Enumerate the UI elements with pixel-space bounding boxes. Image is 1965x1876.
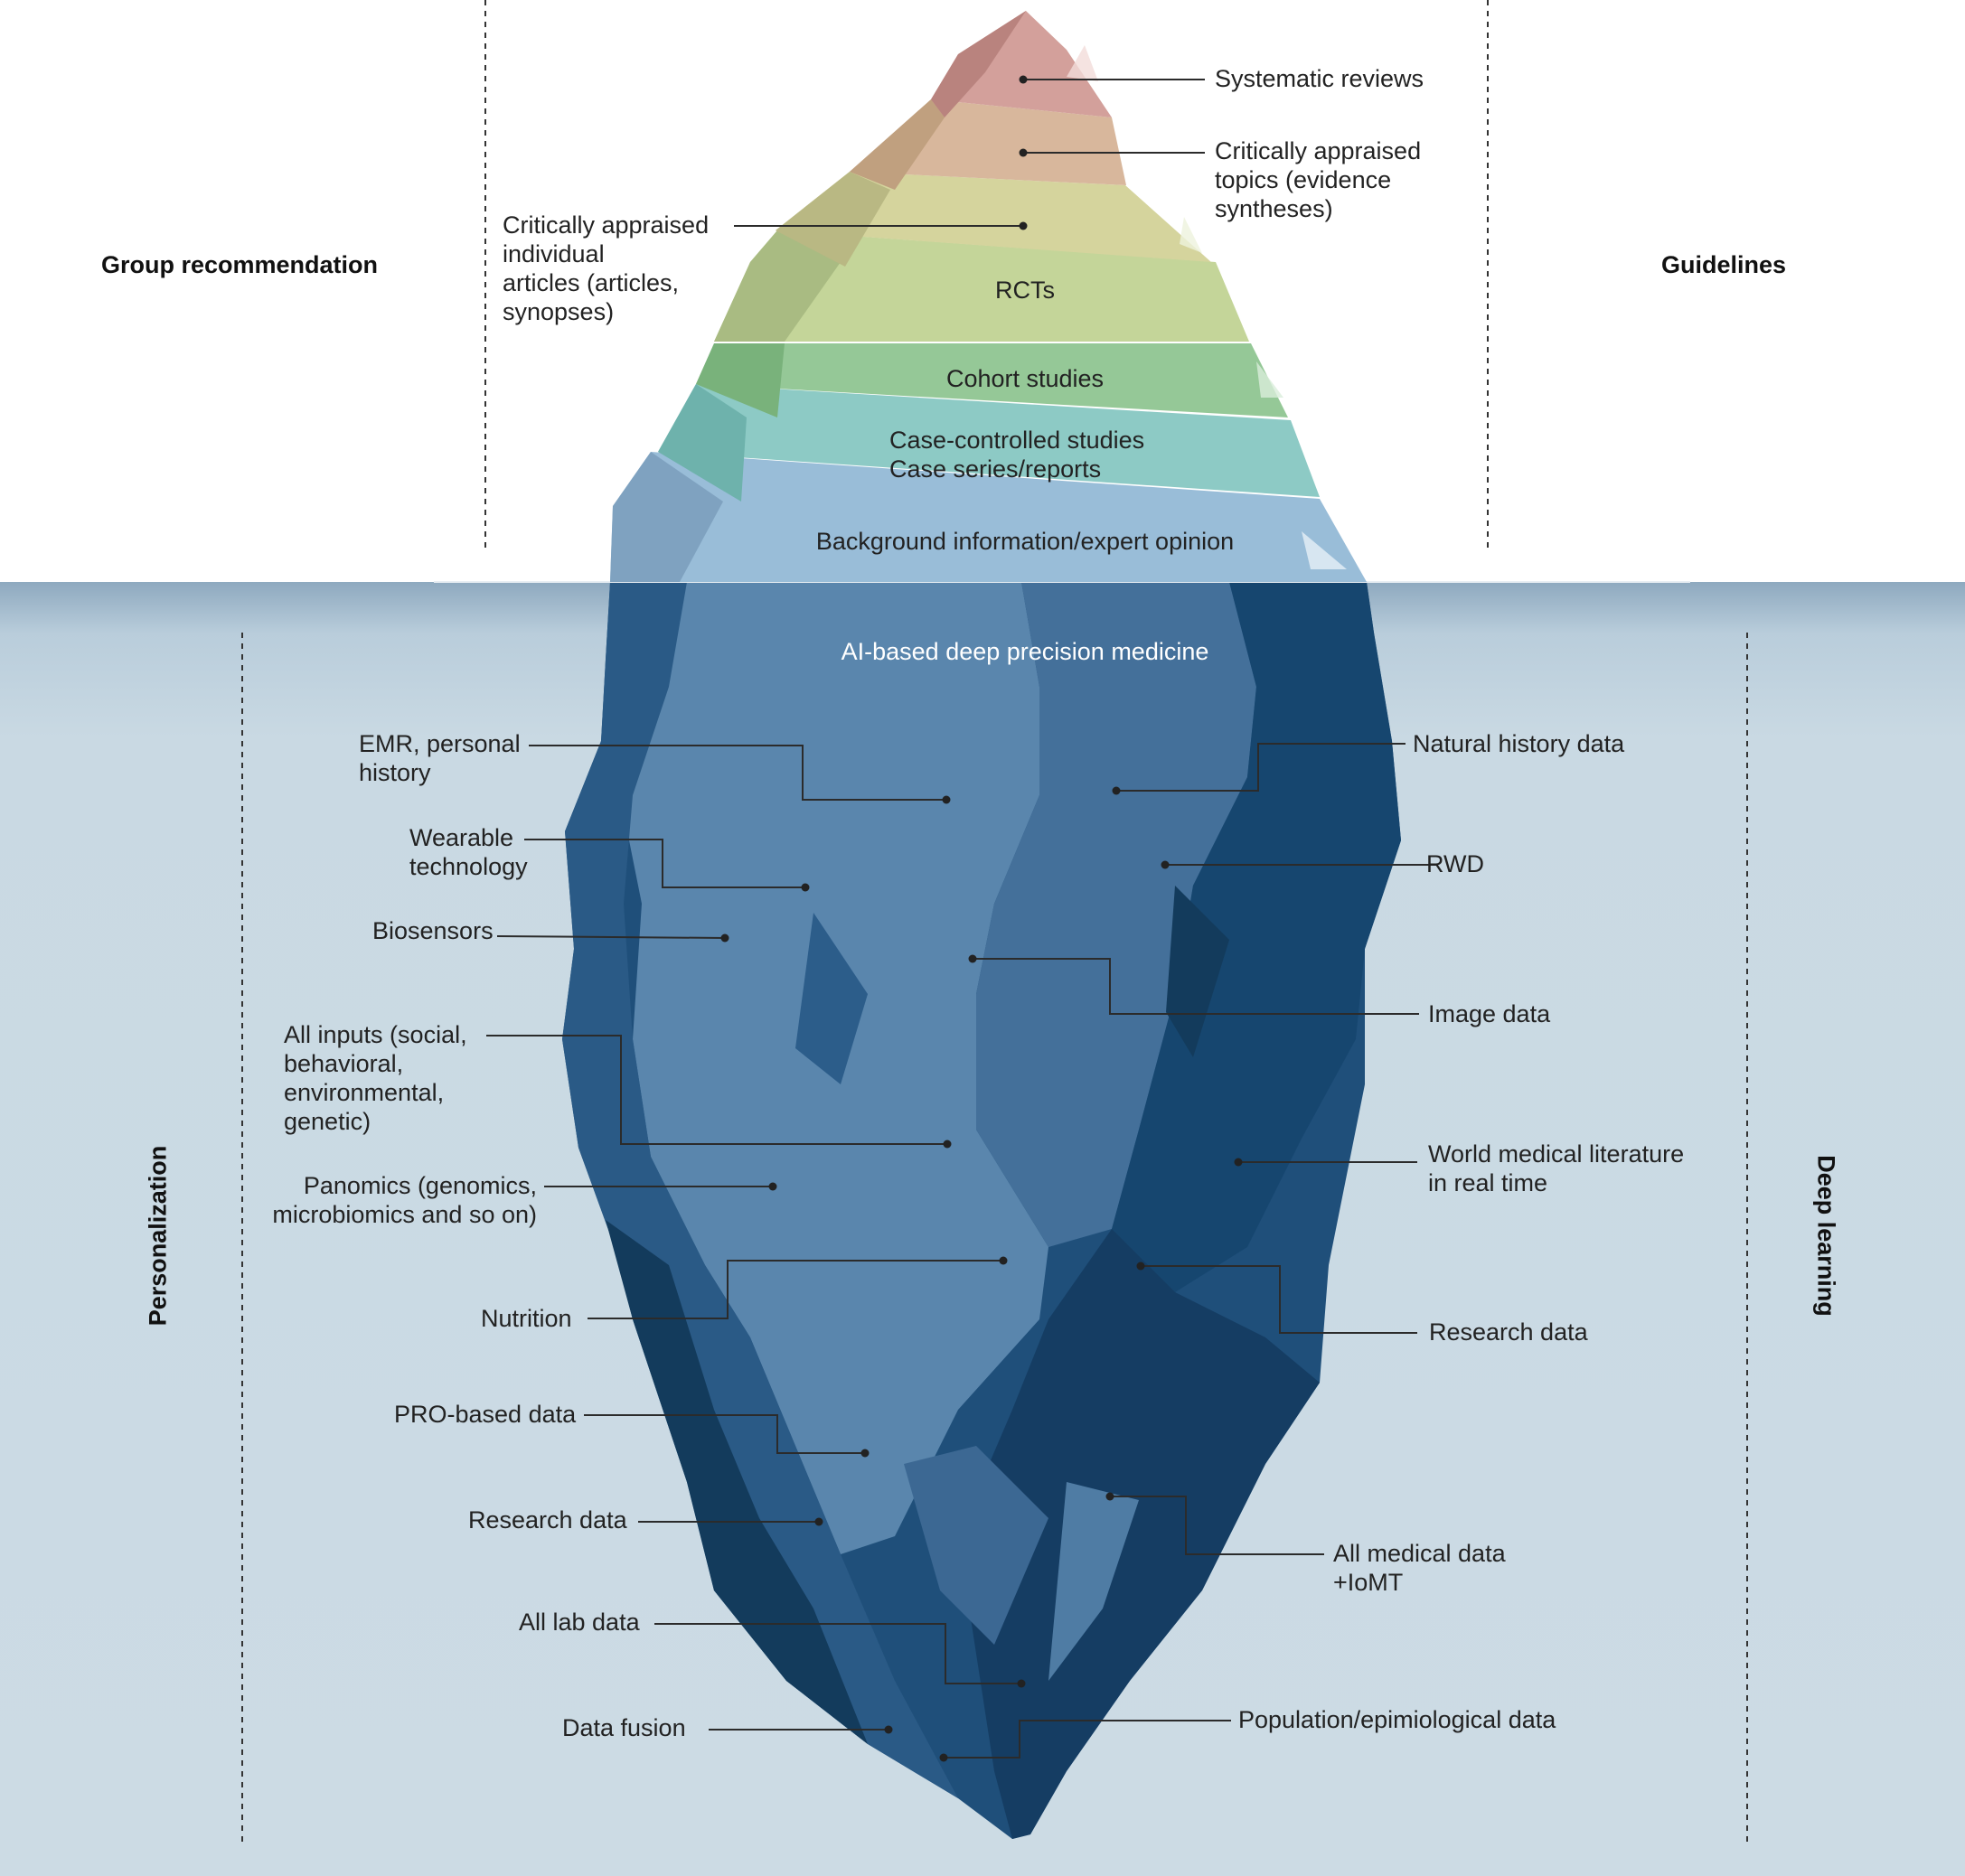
iceberg-mid-face xyxy=(976,582,1256,1247)
highlight-2 xyxy=(1302,531,1347,569)
left-label-pro: PRO-based data xyxy=(394,1401,577,1428)
iceberg-facet xyxy=(795,913,868,1084)
iceberg-facet-3 xyxy=(904,1446,1048,1645)
iceberg-shadow-right xyxy=(1112,582,1401,1328)
leader-image xyxy=(973,958,1419,1015)
tier-topics-side xyxy=(850,99,945,190)
leader-biosensors xyxy=(496,935,726,939)
highlight-4 xyxy=(1180,217,1202,253)
leader-lab xyxy=(654,1623,1021,1684)
tier-background-side xyxy=(610,452,723,582)
tier-label-background: Background information/expert opinion xyxy=(815,528,1235,555)
left-label-panomics: Panomics (genomics, microbiomics and so … xyxy=(272,1172,537,1228)
right-label-rwd: RWD xyxy=(1426,850,1484,877)
label-guidelines: Guidelines xyxy=(1661,251,1787,278)
tier-label-case-controlled: Case-controlled studies Case series/repo… xyxy=(889,427,1145,483)
leader-nutrition xyxy=(588,1260,1003,1319)
leader-research-right xyxy=(1141,1265,1417,1334)
right-label-literature: World medical literature in real time xyxy=(1428,1140,1685,1196)
left-label-all-inputs: All inputs (social, behavioral, environm… xyxy=(284,1021,467,1135)
iceberg-facet-4 xyxy=(1048,1482,1139,1681)
tier-cohort-side xyxy=(696,343,785,417)
left-label-biosensors: Biosensors xyxy=(372,917,494,944)
leader-dots xyxy=(720,75,1243,1762)
leader-natural xyxy=(1116,743,1406,792)
dashed-guides xyxy=(241,0,1748,1845)
underwater-iceberg xyxy=(562,582,1401,1839)
leader-population xyxy=(944,1720,1231,1759)
iceberg-deep-left xyxy=(606,1220,868,1744)
right-label-natural-history: Natural history data xyxy=(1413,730,1625,757)
leader-allinputs xyxy=(486,1035,947,1145)
right-label-image-data: Image data xyxy=(1428,1000,1551,1027)
tier-label-rcts: RCTs xyxy=(995,277,1055,304)
tier-case xyxy=(658,384,1320,497)
leader-wearable xyxy=(524,839,805,888)
left-label-lab-data: All lab data xyxy=(519,1609,640,1636)
label-deep-learning: Deep learning xyxy=(1812,1155,1840,1317)
tier-background xyxy=(610,452,1367,582)
left-label-wearable: Wearable technology xyxy=(409,824,528,880)
right-label-research-data: Research data xyxy=(1429,1318,1588,1346)
tier-appraised-side xyxy=(776,172,890,267)
iceberg-shadow-lower xyxy=(958,1229,1320,1839)
underwater-title: AI-based deep precision medicine xyxy=(841,638,1209,665)
left-label-data-fusion: Data fusion xyxy=(562,1714,686,1741)
left-label-research-data: Research data xyxy=(468,1506,627,1534)
tier-label-cohort: Cohort studies xyxy=(945,365,1105,392)
tier-case-side xyxy=(658,384,747,502)
left-label-nutrition: Nutrition xyxy=(481,1305,572,1332)
pyramid-tiers xyxy=(610,11,1367,582)
right-label-population: Population/epimiological data xyxy=(1238,1706,1556,1733)
leader-lines xyxy=(486,79,1436,1759)
tier-label-appraised-topics: Critically appraised topics (evidence sy… xyxy=(1215,137,1422,222)
tier-systematic xyxy=(931,11,1112,117)
label-group-recommendation: Group recommendation xyxy=(101,251,379,278)
leader-medical xyxy=(1110,1496,1324,1555)
tier-label-appraised-articles: Critically appraised individual articles… xyxy=(503,211,710,325)
tier-rct-side xyxy=(714,230,841,342)
right-label-medical-data: All medical data +IoMT xyxy=(1333,1540,1506,1596)
highlight-1 xyxy=(1067,45,1098,81)
highlight-3 xyxy=(1256,361,1283,398)
tier-systematic-side xyxy=(931,11,1026,117)
label-personalization: Personalization xyxy=(144,1145,172,1327)
tier-cohort xyxy=(696,343,1288,417)
leader-emr xyxy=(529,745,946,801)
leader-pro xyxy=(584,1414,865,1454)
left-label-emr: EMR, personal history xyxy=(359,730,521,786)
tier-label-systematic-reviews: Systematic reviews xyxy=(1215,65,1424,92)
